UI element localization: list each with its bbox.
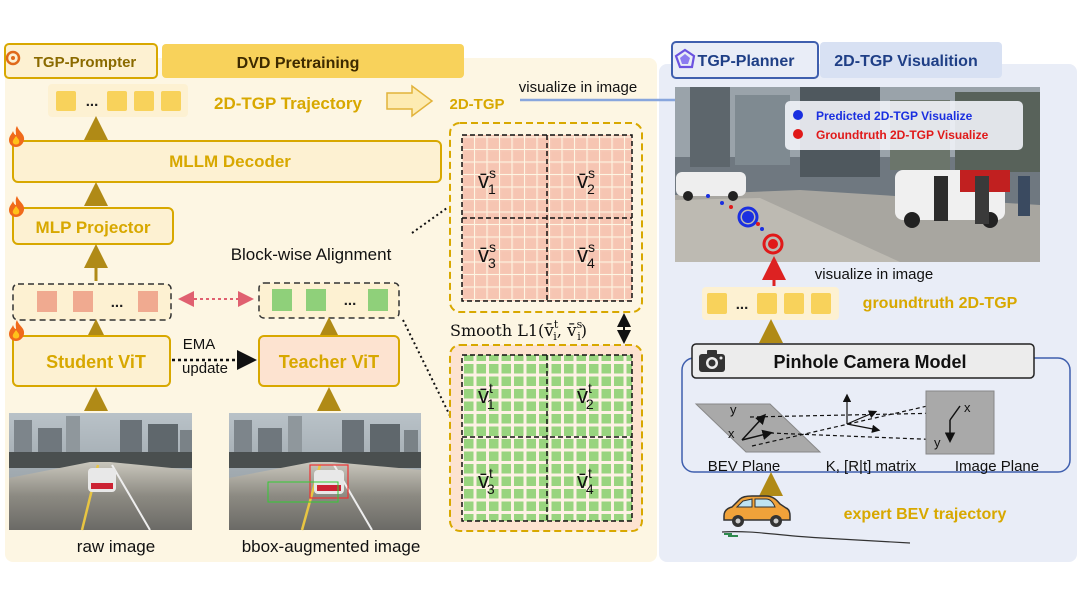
raw-image-caption: raw image <box>77 537 155 556</box>
trajectory-label: 2D-TGP Trajectory <box>214 94 363 113</box>
student-vit-block <box>12 335 171 387</box>
trajectory-token <box>161 91 181 111</box>
image-plane-label: Image Plane <box>955 458 1039 475</box>
legend-pred-label: Predicted 2D-TGP Visualize <box>816 109 973 123</box>
groundtruth-token <box>707 293 727 314</box>
teacher-token <box>272 289 292 311</box>
pinhole-camera-label: Pinhole Camera Model <box>773 352 966 372</box>
bev-axis-x <box>741 429 773 441</box>
groundtruth-token <box>784 293 804 314</box>
bbox-image-caption: bbox-augmented image <box>242 537 421 556</box>
visualize-in-image-right-label: visualize in image <box>815 266 933 283</box>
teacher-token-ellipsis: ... <box>344 292 357 309</box>
fire-icon <box>9 320 25 341</box>
visualition-tab <box>820 42 1002 78</box>
planner-logo-icon <box>674 48 696 69</box>
mlp-projector-label: MLP Projector <box>36 218 151 237</box>
image-axis-x-label: x <box>964 400 971 415</box>
image-axis-y-label: y <box>934 435 941 450</box>
pretraining-tab-label: DVD Pretraining <box>237 55 360 72</box>
groundtruth-token <box>811 293 831 314</box>
groundtruth-tgp-label: groundtruth 2D-TGP <box>863 295 1018 312</box>
student-token <box>37 291 57 312</box>
ema-label: EMA <box>183 336 216 353</box>
planner-tab-label: TGP-Planner <box>698 53 795 70</box>
block-wise-alignment-label: Block-wise Alignment <box>231 245 392 264</box>
bev-axis-y-label: y <box>730 402 737 417</box>
teacher-token <box>306 289 326 311</box>
camera-icon <box>699 350 725 372</box>
prompter-logo-icon <box>5 50 21 66</box>
trajectory-output-arrow <box>386 84 434 118</box>
visualize-in-image-label: visualize in image <box>519 79 637 96</box>
legend-gt-marker <box>793 129 803 139</box>
teacher-vit-block <box>258 335 400 387</box>
mllm-decoder-label: MLLM Decoder <box>169 152 291 171</box>
alignment-leader-top <box>411 207 448 234</box>
pred-highlight <box>737 206 759 228</box>
planner-tab <box>671 41 819 79</box>
projection-line <box>769 432 946 441</box>
raw-image <box>9 413 192 531</box>
teacher-vit-label: Teacher ViT <box>279 352 379 372</box>
pred-point <box>706 194 710 198</box>
scene-legend <box>785 101 1023 150</box>
student-token-ellipsis: ... <box>111 294 124 311</box>
legend-pred-marker <box>793 110 803 120</box>
gt-point <box>756 222 760 226</box>
gt-point <box>729 205 733 209</box>
prompter-tab-label: TGP-Prompter <box>34 54 137 71</box>
teacher-token <box>368 289 388 311</box>
matrix-label: K, [R|t] matrix <box>826 458 917 475</box>
gt-point <box>768 239 778 249</box>
pred-point <box>742 211 754 223</box>
bev-plane-shape <box>694 403 822 453</box>
student-token <box>138 291 158 312</box>
student-token <box>73 291 93 312</box>
bev-axis-y <box>741 413 767 441</box>
update-label: update <box>182 360 228 377</box>
image-axis-x <box>949 405 961 421</box>
projection-line <box>749 412 946 418</box>
mllm-decoder-block <box>12 140 442 183</box>
trajectory-token <box>107 91 127 111</box>
groundtruth-token <box>757 293 777 314</box>
expert-trajectory-label: expert BEV trajectory <box>844 506 1007 523</box>
trajectory-token <box>56 91 76 111</box>
car-icon <box>721 495 911 544</box>
prompter-tab <box>4 43 158 79</box>
bbox-augmented-image <box>229 413 421 531</box>
alignment-leader-bottom <box>402 319 457 429</box>
pretraining-tab <box>162 44 464 78</box>
trajectory-ellipsis: ... <box>86 93 99 110</box>
groundtruth-ellipsis: ... <box>736 296 749 313</box>
gt-highlight <box>762 233 784 255</box>
pinhole-camera-header <box>691 343 1035 379</box>
fire-icon <box>9 196 25 217</box>
bev-axis-x-label: x <box>728 426 735 441</box>
pred-point <box>760 227 764 231</box>
tgp-target-label: 2D-TGP <box>449 96 504 113</box>
image-plane-shape <box>925 390 995 455</box>
pred-point <box>720 201 724 205</box>
bev-plane-label: BEV Plane <box>708 458 781 475</box>
trajectory-token <box>134 91 154 111</box>
visualition-tab-label: 2D-TGP Visualition <box>834 53 977 70</box>
student-vit-label: Student ViT <box>46 352 146 372</box>
fire-icon <box>9 126 25 147</box>
legend-gt-label: Groundtruth 2D-TGP Visualize <box>816 128 989 142</box>
camera-frame-axes <box>842 393 881 433</box>
